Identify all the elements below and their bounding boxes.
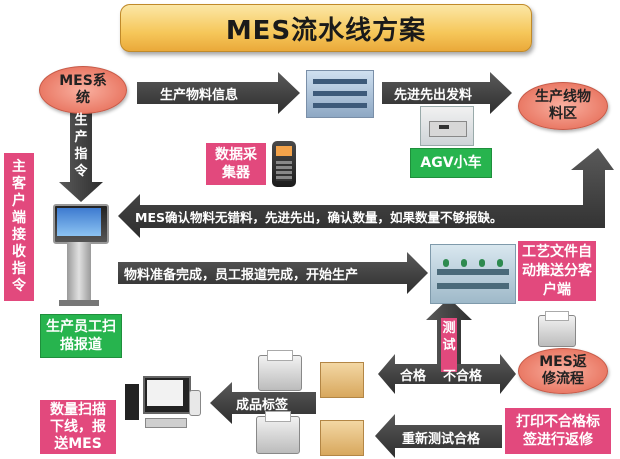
pass-fail-arrow	[378, 354, 516, 394]
production-order-label: 生产指令	[74, 113, 88, 179]
carton-box-bottom-icon	[320, 420, 364, 456]
fifo-issue-label: 先进先出发料	[394, 87, 473, 103]
print-fail-box: 打印不合格标签进行返修	[505, 408, 611, 454]
test-label: 测试	[441, 318, 457, 372]
computer-image	[123, 376, 203, 432]
carton-box-icon	[320, 362, 364, 398]
printer-icon	[258, 350, 302, 391]
agv-label: AGV小车	[420, 155, 482, 171]
page-title: MES流水线方案	[120, 4, 532, 52]
worker-scan-box: 生产员工扫描报道	[40, 314, 122, 358]
data-collector-box: 数据采集器	[206, 143, 266, 185]
mes-system-label: MES系统	[59, 73, 107, 106]
factory-line-image	[430, 244, 516, 304]
printer-bottom-icon	[256, 411, 300, 454]
ready-start-arrow	[118, 252, 428, 294]
agv-image	[420, 106, 474, 146]
mes-return-label: MES返修流程	[539, 354, 587, 387]
fifo-issue-arrow	[382, 72, 512, 114]
mes-return-bubble: MES返修流程	[518, 348, 608, 394]
material-info-arrow	[137, 72, 300, 114]
ready-start-label: 物料准备完成，员工报道完成，开始生产	[124, 267, 359, 283]
material-area-label: 生产线物料区	[535, 89, 591, 122]
confirm-material-label: MES确认物料无错料，先进先出，确认数量，如果数量不够报缺。	[135, 209, 503, 225]
data-collector-label: 数据采集器	[215, 147, 257, 181]
production-order-arrow	[59, 110, 103, 202]
warehouse-image	[306, 70, 374, 118]
qty-scan-box: 数量扫描下线，报送MES	[40, 400, 116, 454]
process-docs-box: 工艺文件自动推送分客户端	[518, 241, 596, 301]
product-label-text: 成品标签	[236, 397, 289, 413]
worker-scan-label: 生产员工扫描报道	[46, 319, 116, 353]
client-receive-box: 主客户端接收指令	[4, 153, 34, 301]
print-fail-label: 打印不合格标签进行返修	[516, 414, 600, 448]
agv-box: AGV小车	[410, 148, 492, 178]
material-area-bubble: 生产线物料区	[518, 82, 608, 130]
label-printer-icon	[538, 311, 576, 347]
pass-label: 合格	[400, 368, 427, 384]
process-docs-label: 工艺文件自动推送分客户端	[522, 243, 592, 298]
kiosk-image	[43, 200, 115, 308]
qty-scan-label: 数量扫描下线，报送MES	[50, 401, 106, 452]
retest-pass-arrow	[375, 414, 502, 458]
retest-pass-label: 重新测试合格	[402, 431, 481, 447]
confirm-material-arrow	[118, 148, 614, 238]
mes-system-bubble: MES系统	[39, 66, 127, 114]
material-info-label: 生产物料信息	[160, 87, 239, 103]
fail-label: 不合格	[443, 368, 483, 384]
scanner-device-icon	[272, 141, 296, 187]
client-receive-label: 主客户端接收指令	[12, 159, 26, 294]
